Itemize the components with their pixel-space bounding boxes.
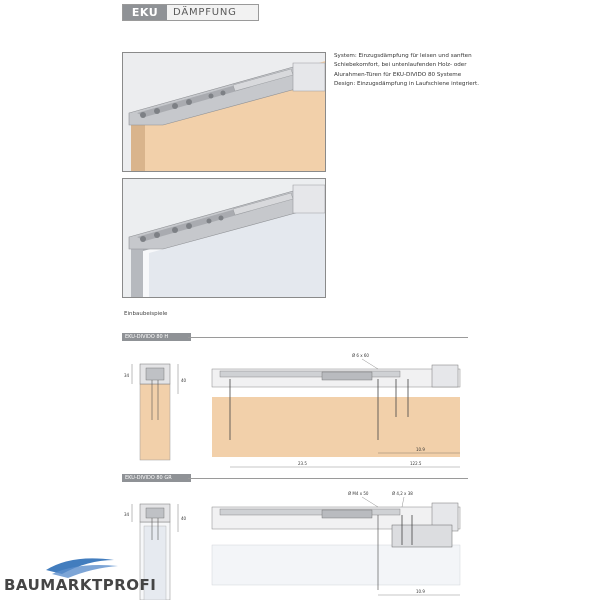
callout-label: Ø M4 x 50 [348, 491, 369, 496]
dimension-label: 10.9 [416, 589, 425, 594]
description-line: Alurahmen-Türen für EKU-DIVIDO 80 System… [334, 71, 462, 78]
callout-label: Ø 6 x 60 [352, 353, 369, 358]
watermark-swoosh-icon [46, 558, 118, 578]
dimension-label: 23.5 [298, 461, 307, 466]
example-tab-gr: EKU-DIVIDO 80 GR [122, 474, 191, 482]
description-line: Schiebekomfort, bei untenlaufenden Holz-… [334, 62, 467, 69]
wood-door-render-image [123, 53, 325, 171]
system-description: System: Einzugsdämpfung für leisen und s… [334, 52, 524, 89]
tab-divider [188, 478, 468, 479]
section-dim-label: 34 [124, 373, 130, 378]
callout-label: Ø 4,2 x 38 [392, 491, 413, 496]
product-render-wood-door [122, 52, 326, 172]
cross-section-gr: 34 40 [124, 503, 187, 600]
section-dim-label: 40 [181, 516, 187, 521]
elevation-drawing-h: Ø 6 x 60 10.9 23.5 122.5 [211, 353, 461, 468]
header-badge: EKU DÄMPFUNG [122, 4, 259, 21]
baumarktprofi-watermark: BAUMARKTPROFI [4, 554, 174, 598]
example-tab-h: EKU-DIVIDO 80 H [122, 333, 191, 341]
dimension-label: 122.5 [410, 461, 422, 466]
watermark-text: BAUMARKTPROFI [4, 576, 157, 594]
alu-door-render-image [123, 179, 325, 297]
eku-logo: EKU [123, 5, 167, 20]
elevation-drawing-gr: Ø M4 x 50 Ø 4,2 x 38 10.9 [211, 491, 461, 596]
section-dim-label: 34 [124, 512, 130, 517]
header-title: DÄMPFUNG [173, 7, 237, 18]
dimension-label: 10.9 [416, 447, 425, 452]
cross-section-h: 34 40 [124, 363, 187, 461]
description-line: System: Einzugsdämpfung für leisen und s… [334, 53, 472, 59]
section-label: Einbaubeispiele [124, 311, 168, 317]
tab-divider [188, 337, 468, 338]
description-line: Design: Einzugsdämpfung in Laufschiene i… [334, 80, 480, 87]
section-dim-label: 40 [181, 378, 187, 383]
product-render-alu-door [122, 178, 326, 298]
